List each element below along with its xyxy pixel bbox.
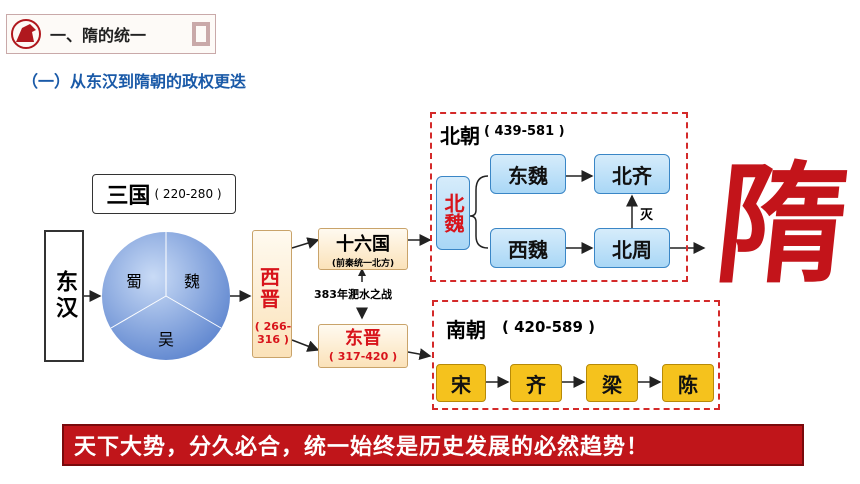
node-donghan-label: 东汉	[52, 270, 77, 322]
node-xijin-years: ( 266-316 )	[254, 320, 292, 346]
node-dongwei-label: 东魏	[508, 163, 548, 188]
kingdom-wei: 魏	[184, 272, 201, 291]
nanchao-label: 南朝	[446, 318, 486, 342]
node-dongjin-label: 东晋	[345, 328, 381, 349]
node-sanguo-label: 三国	[106, 184, 151, 209]
node-song: 宋	[436, 364, 486, 402]
node-qi: 齐	[510, 364, 562, 402]
nanchao-years: ( 420-589 )	[502, 318, 596, 336]
node-xiwei-label: 西魏	[508, 237, 548, 262]
node-xijin	[252, 230, 292, 358]
corner-ornament-icon	[192, 22, 210, 46]
sui-calligraphy: 隋	[708, 148, 856, 301]
node-liang: 梁	[586, 364, 638, 402]
node-beiwei: 北魏	[436, 176, 470, 250]
node-beizhou-label: 北周	[612, 237, 652, 262]
node-shiliuguo-label: 十六国	[336, 234, 390, 255]
mie-label: 灭	[640, 208, 654, 223]
kingdom-wu: 吴	[158, 330, 175, 349]
beichao-years: ( 439-581 )	[484, 124, 565, 139]
beichao-region	[430, 112, 688, 282]
node-dongjin	[318, 324, 408, 368]
node-chen: 陈	[662, 364, 714, 402]
node-song-label: 宋	[451, 372, 471, 397]
node-chen-label: 陈	[678, 372, 698, 397]
node-beiwei-label: 北魏	[441, 193, 465, 233]
kingdom-shu: 蜀	[126, 272, 143, 291]
node-sanguo-years: ( 220-280 )	[154, 187, 222, 201]
node-sanguo: 三国 ( 220-280 )	[92, 174, 236, 214]
nanchao-region	[432, 300, 720, 410]
feishui-battle-label: 383年淝水之战	[314, 288, 392, 301]
node-shiliuguo-note: (前秦统一北方)	[331, 259, 395, 269]
node-liang-label: 梁	[602, 372, 622, 397]
conclusion-banner: 天下大势，分久必合，统一始终是历史发展的必然趋势！	[62, 424, 804, 466]
node-beizhou: 北周	[594, 228, 670, 268]
node-xiwei: 西魏	[490, 228, 566, 268]
horse-emblem-icon	[11, 19, 41, 49]
node-donghan: 东汉	[44, 230, 84, 362]
node-xijin-label: 西晋	[260, 265, 280, 311]
page-subtitle: （一）从东汉到隋朝的政权更迭	[22, 72, 247, 91]
node-beiqi-label: 北齐	[612, 163, 652, 188]
beichao-label: 北朝	[440, 124, 480, 148]
node-dongjin-years: ( 317-420 )	[328, 350, 398, 363]
node-dongwei: 东魏	[490, 154, 566, 194]
node-beiqi: 北齐	[594, 154, 670, 194]
node-qi-label: 齐	[526, 372, 546, 397]
conclusion-banner-text: 天下大势，分久必合，统一始终是历史发展的必然趋势！	[74, 435, 650, 460]
three-kingdoms-pie	[102, 232, 230, 360]
section-title: 一、隋的统一	[50, 26, 147, 45]
node-shiliuguo	[318, 228, 408, 270]
